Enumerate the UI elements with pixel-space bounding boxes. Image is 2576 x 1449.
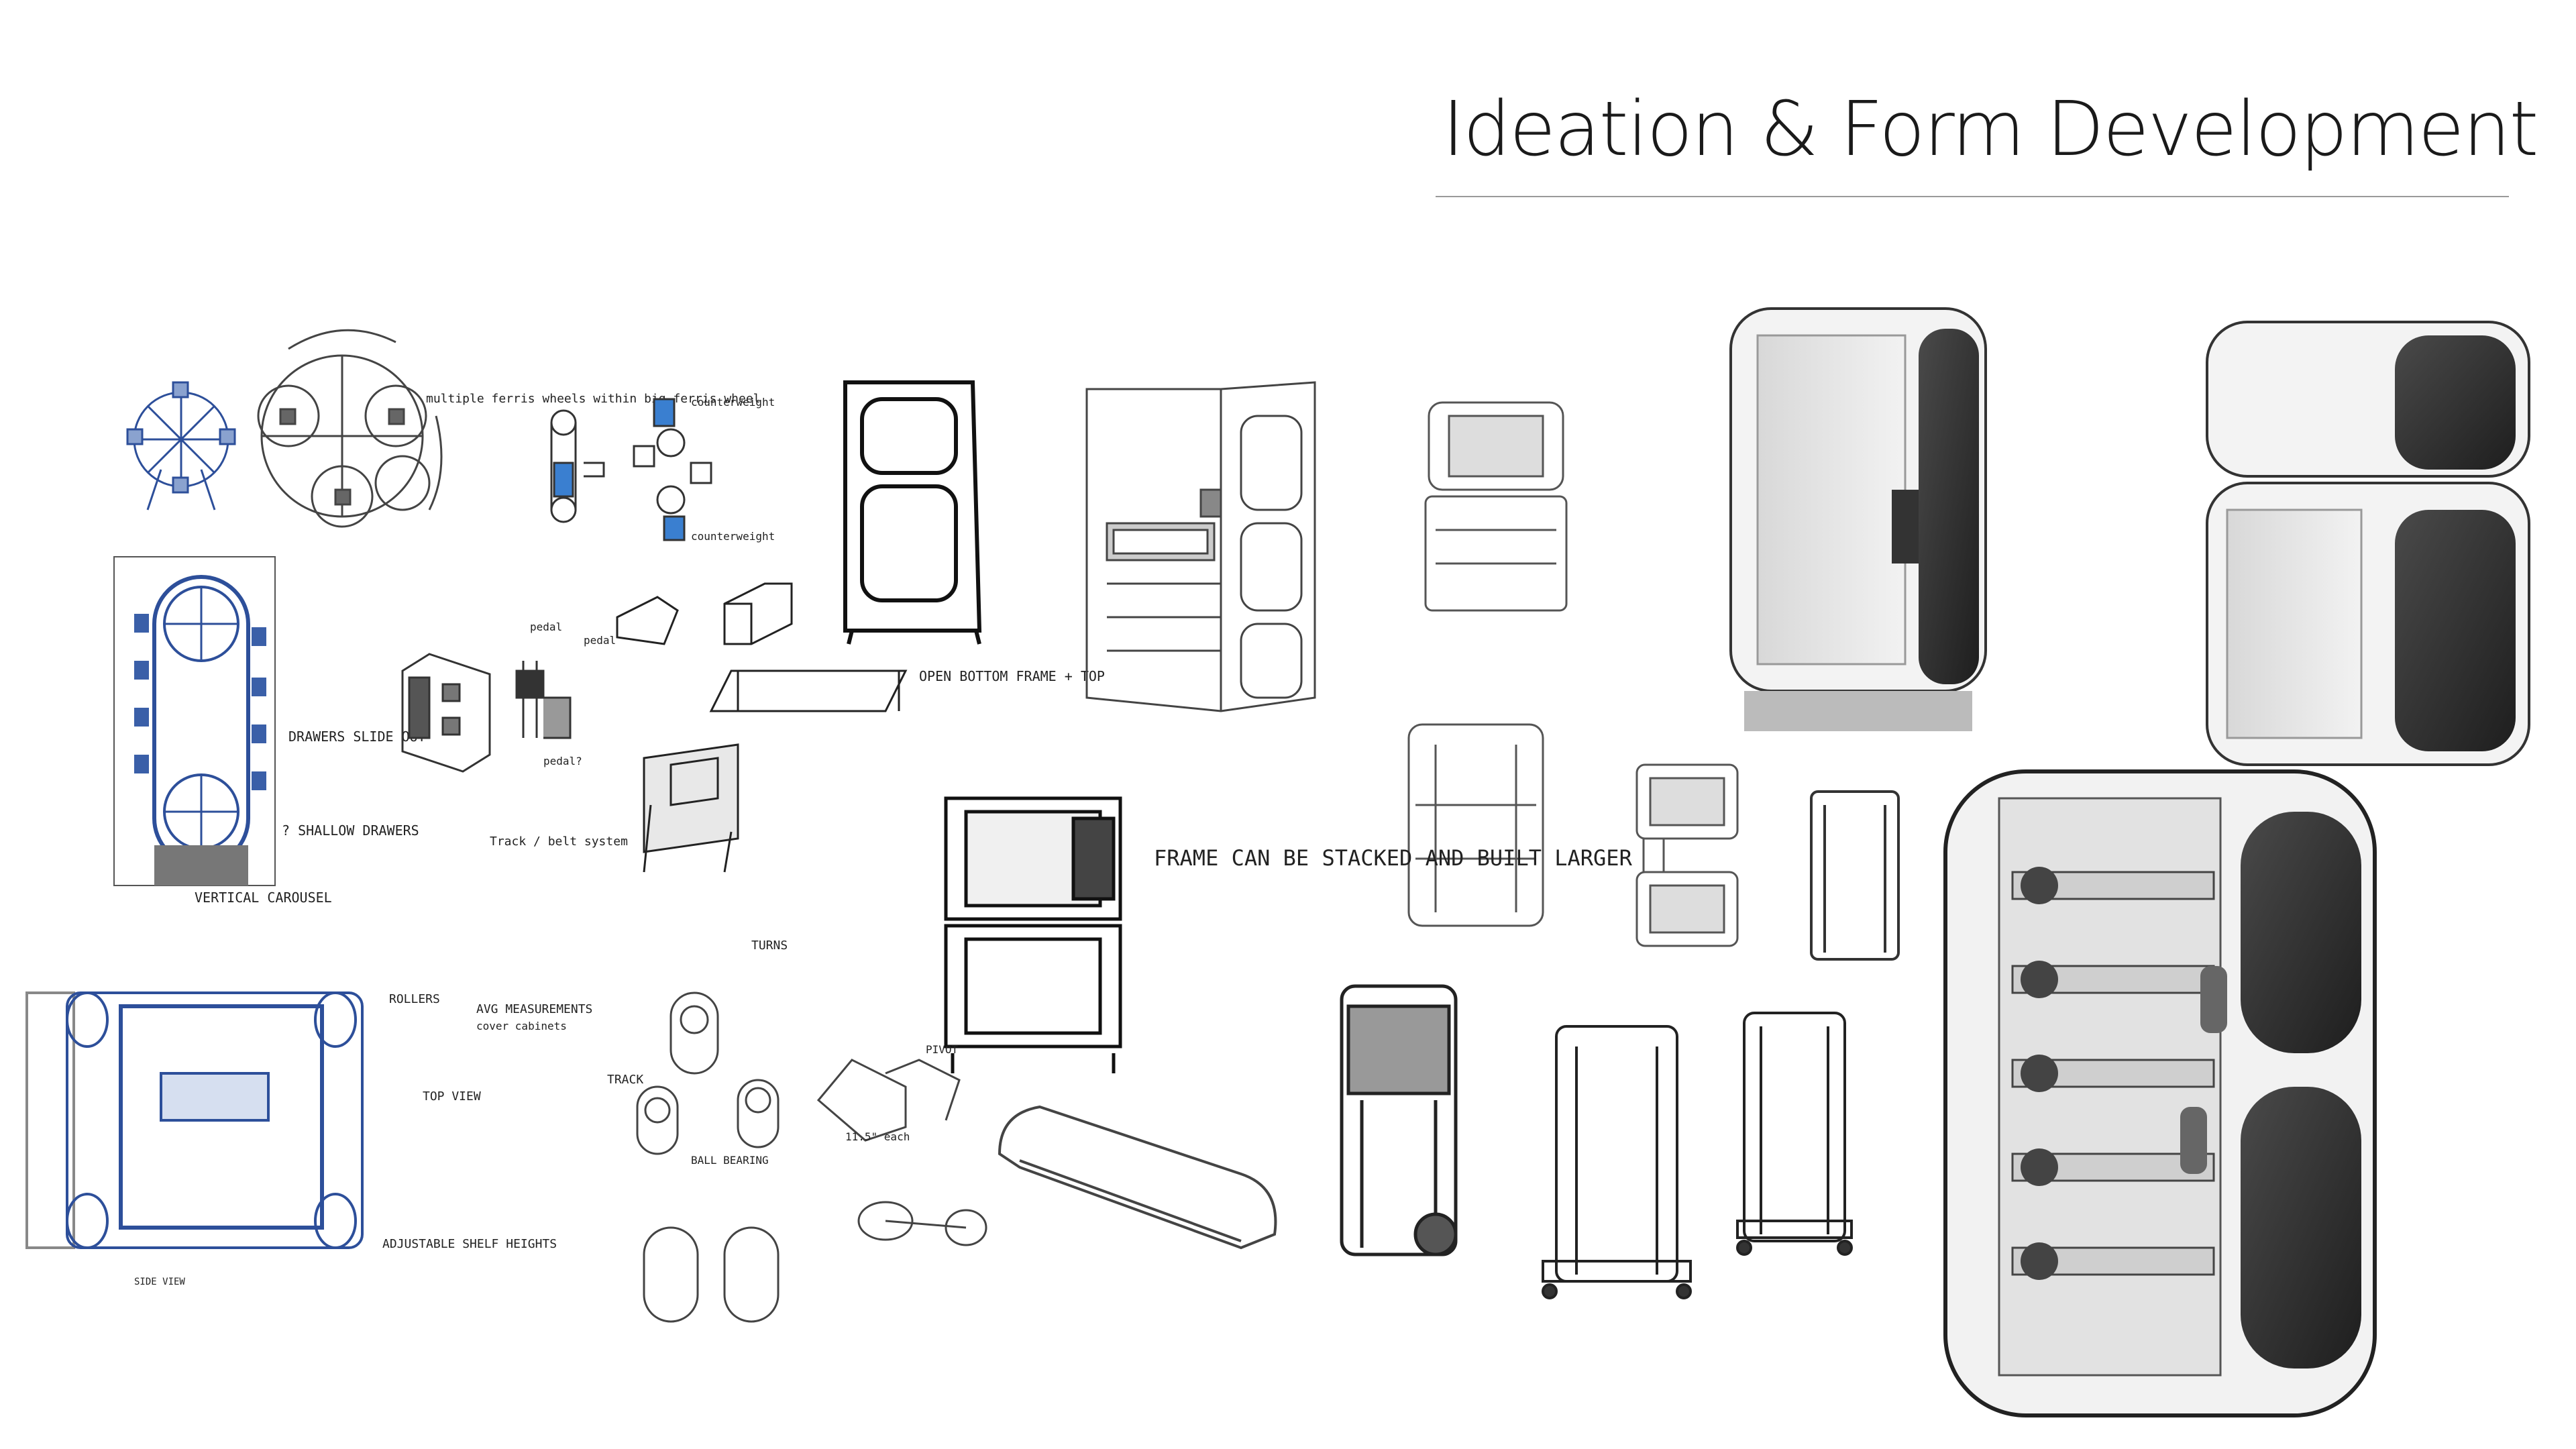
annotation-frame-stacked: FRAME CAN BE STACKED AND BUILT LARGER <box>1154 845 1633 871</box>
tall-rack-sketch <box>1810 790 1900 961</box>
annotation-adjustable-shelf: ADJUSTABLE SHELF HEIGHTS <box>382 1237 557 1251</box>
ferris-wheel-sketch-small <box>126 381 236 511</box>
annotation-turns: TURNS <box>751 938 788 953</box>
rack-sketch-2 <box>1542 1025 1692 1299</box>
annotation-pedal: pedal <box>530 621 562 633</box>
annotation-rollers: ROLLERS <box>389 992 440 1006</box>
track-belt-sketch <box>401 653 572 773</box>
annotation-each: 11.5" each <box>845 1130 910 1143</box>
annotation-track-belt: Track / belt system <box>490 835 628 849</box>
rack-sketch-3 <box>1736 1012 1853 1256</box>
cabinet-bold-sketch <box>843 380 982 645</box>
annotation-track: TRACK <box>607 1073 643 1087</box>
annotation-pedal-2: pedal <box>584 634 616 647</box>
drawer-sketches <box>616 582 908 873</box>
annotation-counterweight-top: counterweight <box>691 396 775 409</box>
annotation-pivot: PIVOT <box>926 1043 959 1056</box>
vending-cabinet-sketch <box>1085 381 1316 712</box>
annotation-pedal-q: pedal? <box>543 755 582 767</box>
tray-sketch <box>998 1105 1277 1250</box>
annotation-counterweight-bottom: counterweight <box>691 530 775 543</box>
title-divider <box>1436 196 2509 197</box>
counterweight-sketch-2 <box>633 398 712 541</box>
bearing-sketches <box>636 991 987 1323</box>
vertical-carousel-sketch <box>113 556 276 886</box>
rendered-cabinet-tall <box>1729 307 1987 731</box>
page-title: Ideation & Form Development <box>1442 86 2538 173</box>
annotation-multiple-ferris: multiple ferris wheels within big ferris… <box>426 392 761 406</box>
roller-shelf-sketch <box>25 991 364 1249</box>
ferris-wheel-sketch-multi <box>257 329 443 528</box>
annotation-cover-cabinets: cover cabinets <box>476 1020 567 1032</box>
annotation-drawers-slide-out: DRAWERS SLIDE OUT <box>288 729 426 745</box>
pulley-counterweight-sketch <box>550 409 605 523</box>
annotation-side-view: SIDE VIEW <box>134 1277 185 1287</box>
stacked-boxes-sketch <box>1635 763 1739 947</box>
shelf-unit-sketch-1 <box>1424 401 1568 612</box>
frame-stack-sketch <box>944 796 1122 1073</box>
annotation-ball-bearing: BALL BEARING <box>691 1154 769 1167</box>
shelf-unit-sketch-2 <box>1407 723 1544 927</box>
annotation-top-view: TOP VIEW <box>423 1089 481 1104</box>
annotation-avg-measurements: AVG MEASUREMENTS <box>476 1002 592 1016</box>
final-concept-render <box>1943 769 2377 1417</box>
rendered-cabinet-stacked <box>2206 321 2530 766</box>
annotation-open-bottom-frame: OPEN BOTTOM FRAME + TOP <box>919 668 1105 684</box>
rack-sketch-1 <box>1340 984 1458 1256</box>
annotation-vertical-carousel: VERTICAL CAROUSEL <box>195 890 332 906</box>
annotation-shallow-drawers: ? SHALLOW DRAWERS <box>282 822 419 839</box>
